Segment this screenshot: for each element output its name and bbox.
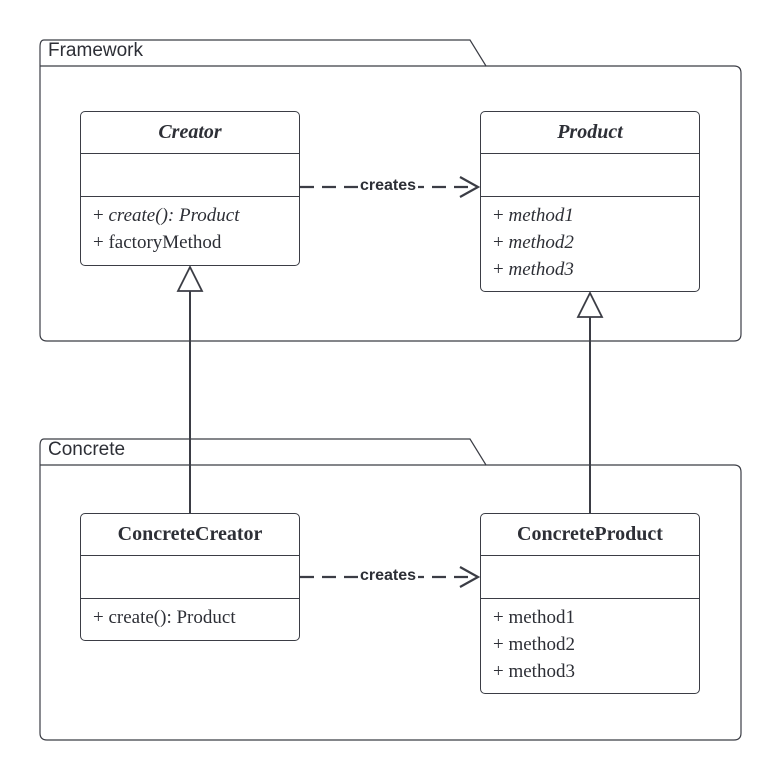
- class-name: Creator: [81, 112, 299, 154]
- visibility-marker: +: [493, 259, 504, 280]
- operation: + method1: [493, 604, 687, 631]
- package-label-framework: Framework: [48, 40, 144, 61]
- operation: + method1: [493, 202, 687, 229]
- operation-signature: method3: [508, 661, 575, 682]
- visibility-marker: +: [493, 634, 504, 655]
- operation-signature: method2: [508, 232, 574, 253]
- attributes-compartment: [481, 154, 699, 197]
- class-name: Product: [481, 112, 699, 154]
- operation: + method2: [493, 229, 687, 256]
- operation-signature: factoryMethod: [108, 232, 222, 253]
- open-arrowhead-icon: [459, 566, 481, 588]
- operations-compartment: + method1 + method2 + method3: [481, 599, 699, 685]
- attributes-compartment: [481, 556, 699, 599]
- visibility-marker: +: [493, 661, 504, 682]
- class-name: ConcreteCreator: [81, 514, 299, 556]
- attributes-compartment: [81, 154, 299, 197]
- class-concrete-product[interactable]: ConcreteProduct + method1 + method2 + me…: [480, 513, 700, 694]
- operation-signature: method1: [508, 205, 574, 226]
- visibility-marker: +: [493, 232, 504, 253]
- operation: + factoryMethod: [93, 229, 287, 256]
- class-creator[interactable]: Creator + create(): Product + factoryMet…: [80, 111, 300, 266]
- visibility-marker: +: [493, 607, 504, 628]
- operations-compartment: + create(): Product: [81, 599, 299, 631]
- operation: + method3: [493, 658, 687, 685]
- hollow-triangle-icon: [576, 290, 604, 318]
- visibility-marker: +: [493, 205, 504, 226]
- operations-compartment: + method1 + method2 + method3: [481, 197, 699, 283]
- class-product[interactable]: Product + method1 + method2 + method3: [480, 111, 700, 292]
- dependency-label: creates: [358, 177, 419, 195]
- attributes-compartment: [81, 556, 299, 599]
- class-concrete-creator[interactable]: ConcreteCreator + create(): Product: [80, 513, 300, 641]
- operation: + method3: [493, 256, 687, 283]
- hollow-triangle-icon: [176, 264, 204, 292]
- visibility-marker: +: [93, 607, 104, 628]
- operation: + method2: [493, 631, 687, 658]
- operation: + create(): Product: [93, 202, 287, 229]
- operation-signature: method3: [508, 259, 574, 280]
- operation-signature: method2: [508, 634, 575, 655]
- operation-signature: create(): Product: [108, 607, 236, 628]
- class-name: ConcreteProduct: [481, 514, 699, 556]
- package-label-concrete: Concrete: [48, 439, 126, 460]
- operation-signature: method1: [508, 607, 575, 628]
- operations-compartment: + create(): Product + factoryMethod: [81, 197, 299, 256]
- operation-signature: create(): Product: [108, 205, 240, 226]
- open-arrowhead-icon: [459, 176, 481, 198]
- visibility-marker: +: [93, 205, 104, 226]
- operation: + create(): Product: [93, 604, 287, 631]
- dependency-label: creates: [358, 567, 419, 585]
- visibility-marker: +: [93, 232, 104, 253]
